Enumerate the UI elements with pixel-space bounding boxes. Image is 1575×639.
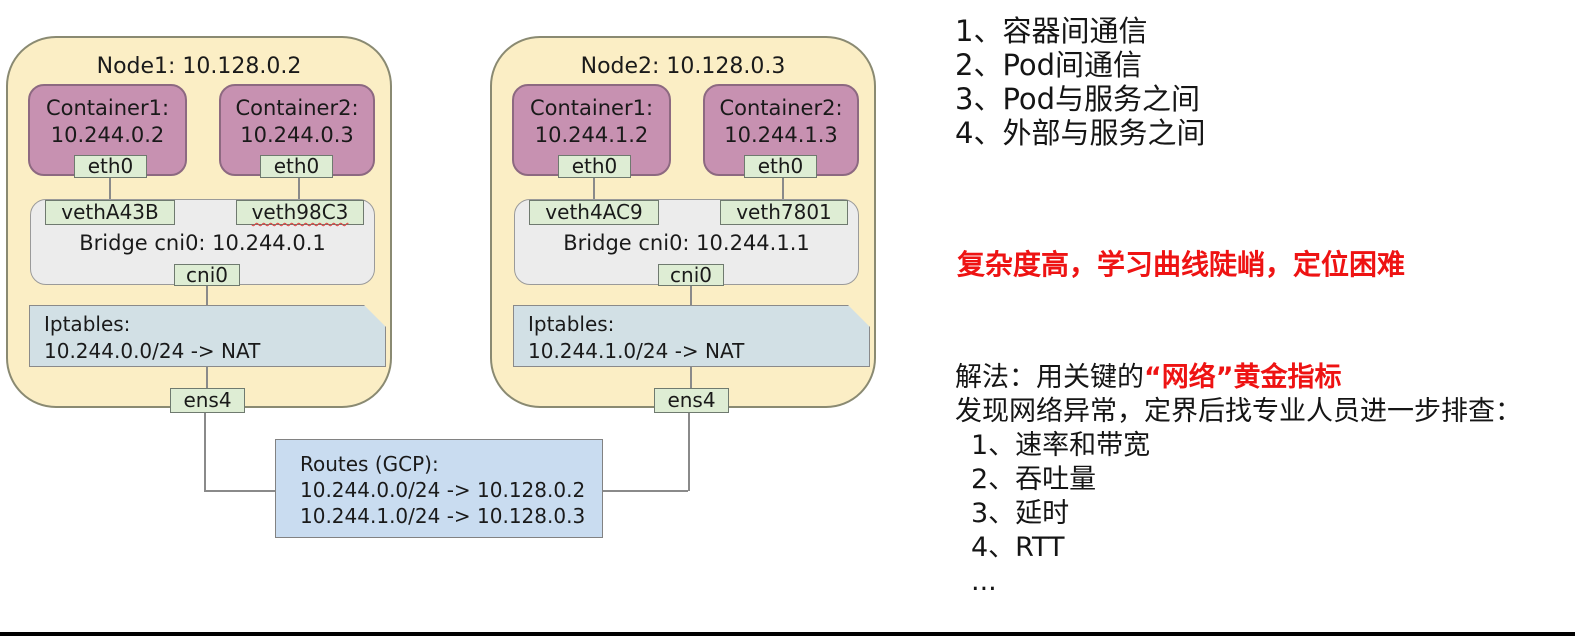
node1-ens4-tag: ens4 — [170, 388, 245, 413]
route-entry: 10.244.1.0/24 -> 10.128.0.3 — [300, 504, 586, 528]
node1-veth2-tag: veth98C3 — [236, 200, 364, 225]
solution-title: 解法：用关键的“网络”黄金指标 — [955, 361, 1522, 395]
connector-line — [593, 177, 595, 200]
metric-item: 4、RTT — [971, 532, 1065, 563]
connector-line — [206, 367, 208, 388]
node1-box: Node1: 10.128.0.2 Container1: 10.244.0.2… — [6, 36, 392, 413]
container-name: Container2: — [719, 96, 843, 120]
scenario-item: 3、Pod与服务之间 — [955, 82, 1201, 116]
node1-iptables-box: Iptables: 10.244.0.0/24 -> NAT — [29, 305, 386, 367]
scenario-item: 2、Pod间通信 — [955, 48, 1143, 82]
scenario-item: 1、容器间通信 — [955, 14, 1148, 48]
metric-item: 1、速率和带宽 — [971, 430, 1151, 461]
node2-container1-eth0-tag: eth0 — [558, 155, 631, 178]
container-ip: 10.244.0.3 — [240, 123, 354, 147]
problem-text: 复杂度高，学习曲线陡峭，定位困难 — [957, 248, 1406, 281]
node2-iptables-box: Iptables: 10.244.1.0/24 -> NAT — [513, 305, 870, 367]
node1-veth1-tag: vethA43B — [45, 200, 175, 225]
connector-line — [603, 490, 688, 492]
node1-cni0-tag: cni0 — [174, 264, 240, 286]
container-ip: 10.244.1.2 — [534, 123, 649, 147]
routes-box: Routes (GCP): 10.244.0.0/24 -> 10.128.0.… — [275, 439, 603, 538]
node2-container2-eth0-tag: eth0 — [744, 155, 817, 178]
node2-ens4-tag: ens4 — [654, 388, 729, 413]
connector-line — [204, 410, 206, 491]
routes-title: Routes (GCP): — [300, 452, 439, 476]
node2-veth1-tag: veth4AC9 — [529, 200, 659, 225]
iptables-title: Iptables: — [528, 312, 615, 336]
connector-line — [206, 285, 208, 305]
connector-line — [782, 177, 784, 200]
connector-line — [688, 410, 690, 491]
node2-veth2-tag: veth7801 — [720, 200, 848, 225]
container-name: Container1: — [529, 96, 654, 120]
solution-block: 解法：用关键的“网络”黄金指标 发现网络异常，定界后找专业人员进一步排查： 1、… — [955, 361, 1522, 599]
iptables-rule: 10.244.0.0/24 -> NAT — [44, 339, 261, 363]
container-name: Container1: — [45, 96, 170, 120]
connector-line — [298, 177, 300, 200]
bridge-label: Bridge cni0: 10.244.1.1 — [563, 231, 810, 255]
slide-bottom-border — [0, 632, 1575, 636]
scenario-item: 4、外部与服务之间 — [955, 116, 1206, 150]
container-ip: 10.244.1.3 — [724, 123, 838, 147]
solution-prefix: 解法：用关键的 — [955, 362, 1144, 393]
iptables-title: Iptables: — [44, 312, 131, 336]
node2-title: Node2: 10.128.0.3 — [580, 54, 786, 79]
node2-box: Node2: 10.128.0.3 Container1: 10.244.1.2… — [490, 36, 876, 413]
node1-container2-box: Container2: 10.244.0.3 — [219, 84, 375, 176]
bridge-label: Bridge cni0: 10.244.0.1 — [79, 231, 326, 255]
container-name: Container2: — [235, 96, 359, 120]
iptables-rule: 10.244.1.0/24 -> NAT — [528, 339, 745, 363]
connector-line — [204, 490, 275, 492]
container-ip: 10.244.0.2 — [50, 123, 165, 147]
scenarios-list: 1、容器间通信 2、Pod间通信 3、Pod与服务之间 4、外部与服务之间 — [955, 14, 1205, 150]
metrics-list: 1、速率和带宽 2、吞吐量 3、延时 4、RTT ... — [971, 429, 1522, 599]
route-entry: 10.244.0.0/24 -> 10.128.0.2 — [300, 478, 586, 502]
node2-container1-box: Container1: 10.244.1.2 — [512, 84, 671, 176]
metric-item: 2、吞吐量 — [971, 464, 1097, 495]
node1-container1-eth0-tag: eth0 — [74, 155, 147, 178]
node1-container2-eth0-tag: eth0 — [260, 155, 333, 178]
node1-title: Node1: 10.128.0.2 — [96, 54, 302, 79]
connector-line — [690, 285, 692, 305]
solution-desc: 发现网络异常，定界后找专业人员进一步排查： — [955, 396, 1522, 427]
node2-cni0-tag: cni0 — [658, 264, 724, 286]
connector-line — [690, 367, 692, 388]
solution-highlight: “网络”黄金指标 — [1144, 362, 1342, 393]
connector-line — [109, 177, 111, 200]
metric-item: ... — [971, 566, 997, 597]
metric-item: 3、延时 — [971, 498, 1070, 529]
